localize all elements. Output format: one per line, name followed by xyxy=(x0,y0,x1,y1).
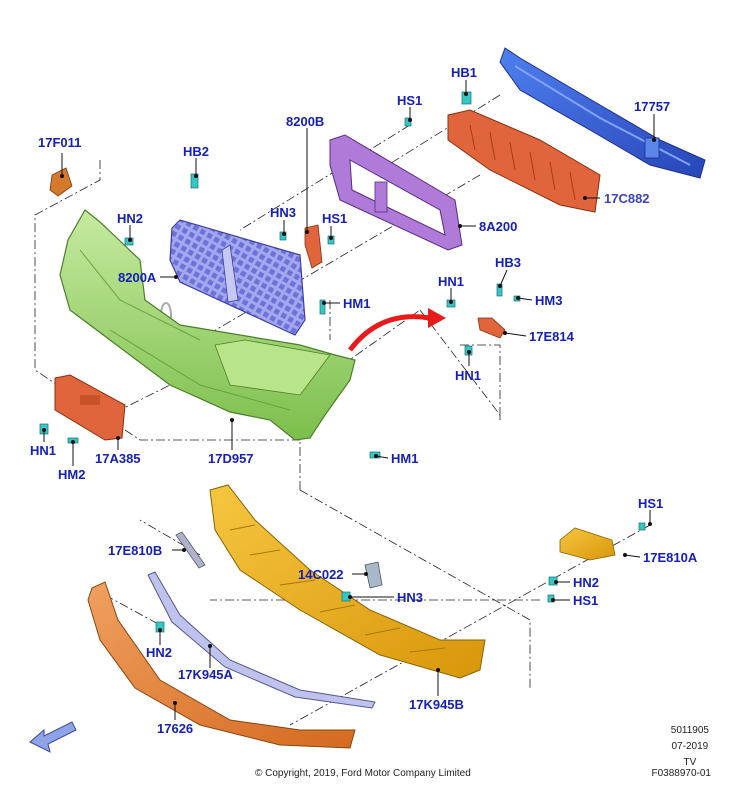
copyright-notice: © Copyright, 2019, Ford Motor Company Li… xyxy=(255,768,471,779)
label-14C022: 14C022 xyxy=(298,567,344,582)
part-labels: 17F011 HB2 HN2 HN3 HS1 8200B HS1 HB1 177… xyxy=(30,65,698,736)
plate-bracket-17A385 xyxy=(54,374,126,441)
label-17K945A: 17K945A xyxy=(178,667,234,682)
label-HB2: HB2 xyxy=(183,144,209,159)
label-HB1: HB1 xyxy=(451,65,477,80)
detail-arrow xyxy=(348,314,431,352)
bracket-17E810B xyxy=(175,531,206,569)
lower-beam-17K945B xyxy=(209,484,486,679)
label-HB3: HB3 xyxy=(495,255,521,270)
label-17E810B: 17E810B xyxy=(108,543,162,558)
label-HS1-right: HS1 xyxy=(638,496,663,511)
document-meta: 5011905 07-2019 TV xyxy=(671,723,709,771)
label-17E810A: 17E810A xyxy=(643,550,698,565)
label-17F011: 17F011 xyxy=(38,135,81,150)
label-HN3-low: HN3 xyxy=(397,590,423,605)
clip-hs1-right xyxy=(638,522,646,531)
label-HS1-top: HS1 xyxy=(397,93,422,108)
grille-bracket-8A200 xyxy=(329,134,463,251)
clip-hb3 xyxy=(496,283,503,297)
label-8200B: 8200B xyxy=(286,114,324,129)
label-17626: 17626 xyxy=(157,721,193,736)
label-17D957: 17D957 xyxy=(208,451,254,466)
label-HM1-top: HM1 xyxy=(343,296,370,311)
label-HM1-low: HM1 xyxy=(391,451,418,466)
lower-trim-17626 xyxy=(87,581,356,749)
label-HS1-low: HS1 xyxy=(573,593,598,608)
label-HN1-low: HN1 xyxy=(455,368,481,383)
reinforcement-beam-17757 xyxy=(499,47,706,179)
label-17A385: 17A385 xyxy=(95,451,141,466)
label-HN2-top: HN2 xyxy=(117,211,143,226)
figure-id: F0388970-01 xyxy=(651,768,712,779)
label-17C882: 17C882 xyxy=(604,191,650,206)
energy-absorber-17C882 xyxy=(447,109,601,213)
label-HN2-right: HN2 xyxy=(573,575,599,590)
clip-hn3-top xyxy=(279,231,287,241)
clip-hb2 xyxy=(190,173,199,189)
bracket-17E810A xyxy=(559,527,616,561)
label-HS1-mid: HS1 xyxy=(322,211,347,226)
label-17757: 17757 xyxy=(634,99,670,114)
label-HM2: HM2 xyxy=(58,467,85,482)
label-HN2-low: HN2 xyxy=(146,645,172,660)
label-8A200: 8A200 xyxy=(479,219,517,234)
leader-lines xyxy=(42,80,656,720)
label-HN3-top: HN3 xyxy=(270,205,296,220)
doc-code: TV xyxy=(683,757,697,768)
grille-8200A xyxy=(160,219,306,336)
label-HN1-left: HN1 xyxy=(30,443,56,458)
doc-date: 07-2019 xyxy=(671,741,709,752)
bracket-17E814 xyxy=(477,317,506,339)
bracket-8200B xyxy=(304,224,323,269)
label-17K945B: 17K945B xyxy=(409,697,464,712)
lip-molding-17K945A xyxy=(147,571,376,709)
bracket-17F011 xyxy=(49,167,73,197)
clip-hm1-top xyxy=(319,299,326,315)
label-HN1-right: HN1 xyxy=(438,274,464,289)
bracket-14C022 xyxy=(364,561,383,589)
bumper-cover-17D957 xyxy=(59,209,356,441)
doc-number: 5011905 xyxy=(670,725,709,736)
label-8200A: 8200A xyxy=(118,270,157,285)
label-17E814: 17E814 xyxy=(529,329,575,344)
orientation-arrow-icon xyxy=(29,721,77,753)
label-HM3: HM3 xyxy=(535,293,562,308)
clip-hs1-top xyxy=(404,117,412,127)
detail-arrow-head xyxy=(428,308,446,328)
